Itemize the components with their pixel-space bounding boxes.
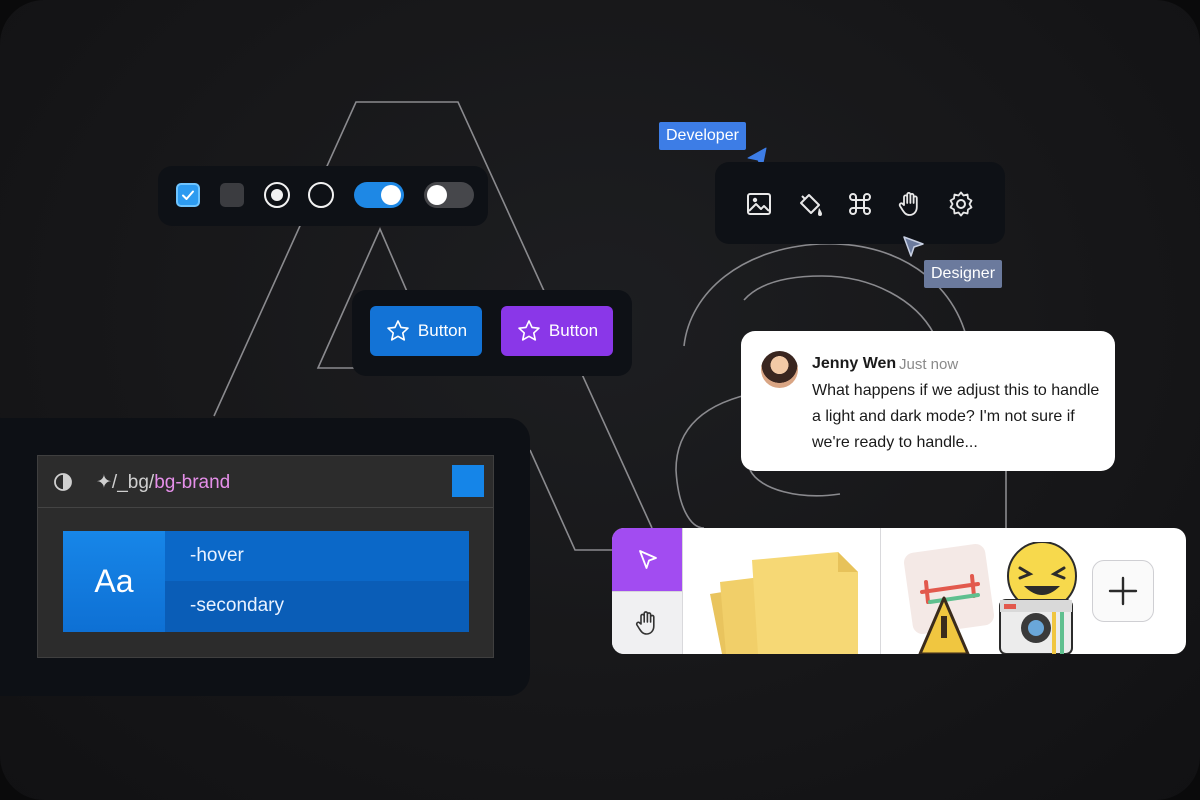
stickers-icon[interactable] bbox=[902, 542, 1082, 654]
developer-cursor-label: Developer bbox=[659, 122, 746, 150]
contrast-icon[interactable] bbox=[53, 472, 73, 492]
mode-label: -secondary bbox=[190, 595, 284, 616]
variable-path-prefix: ✦/_bg/ bbox=[96, 472, 155, 493]
mode-row-hover[interactable]: -hover bbox=[165, 531, 469, 581]
tool-icons-panel bbox=[715, 162, 1005, 244]
command-icon[interactable] bbox=[845, 189, 875, 219]
secondary-button-label: Button bbox=[548, 321, 599, 340]
variable-editor: ✦/_bg/bg-brand Aa -hover -secondary bbox=[37, 455, 494, 658]
paint-bucket-icon[interactable] bbox=[795, 189, 825, 219]
check-icon bbox=[182, 190, 194, 200]
preview-sample: Aa bbox=[63, 531, 165, 632]
toggle-on[interactable] bbox=[354, 182, 404, 208]
comment-card[interactable]: Jenny Wen Just now What happens if we ad… bbox=[741, 331, 1115, 471]
bottom-toolbar bbox=[612, 528, 1186, 654]
plus-icon bbox=[1108, 576, 1138, 606]
variable-preview: Aa -hover -secondary bbox=[63, 531, 469, 632]
designer-cursor-icon bbox=[903, 236, 924, 257]
primary-button-label: Button bbox=[417, 321, 468, 340]
mode-label: -hover bbox=[190, 545, 244, 566]
toggle-off[interactable] bbox=[424, 182, 474, 208]
star-icon bbox=[518, 320, 540, 341]
divider bbox=[880, 528, 881, 654]
divider bbox=[682, 528, 683, 654]
designer-cursor-label: Designer bbox=[924, 260, 1003, 288]
hand-icon[interactable] bbox=[895, 189, 925, 219]
gear-icon[interactable] bbox=[946, 189, 976, 219]
add-button[interactable] bbox=[1092, 560, 1154, 622]
color-swatch[interactable] bbox=[452, 465, 484, 497]
radio-selected[interactable] bbox=[264, 182, 290, 208]
avatar bbox=[761, 351, 798, 388]
secondary-button[interactable]: Button bbox=[501, 306, 613, 356]
comment-text: What happens if we adjust this to handle… bbox=[812, 382, 1100, 451]
image-icon[interactable] bbox=[744, 189, 774, 219]
cursor-icon bbox=[639, 550, 657, 569]
variable-header: ✦/_bg/bg-brand bbox=[38, 456, 493, 508]
primary-button[interactable]: Button bbox=[370, 306, 482, 356]
hand-icon bbox=[635, 611, 655, 635]
buttons-panel: Button Button bbox=[352, 290, 632, 376]
mode-row-secondary[interactable]: -secondary bbox=[165, 581, 469, 632]
variable-path[interactable]: ✦/_bg/bg-brand bbox=[96, 471, 230, 494]
checkbox-unchecked[interactable] bbox=[220, 183, 244, 207]
comment-author: Jenny Wen bbox=[812, 355, 897, 372]
star-icon bbox=[387, 320, 409, 341]
hand-tool-button[interactable] bbox=[612, 591, 682, 654]
select-tool-button[interactable] bbox=[612, 528, 682, 591]
checkbox-checked[interactable] bbox=[176, 183, 200, 207]
variable-path-name: bg-brand bbox=[154, 472, 231, 493]
radio-unselected[interactable] bbox=[308, 182, 334, 208]
form-controls-panel bbox=[158, 166, 488, 226]
comment-time: Just now bbox=[899, 356, 959, 373]
files-icon[interactable] bbox=[692, 546, 872, 654]
